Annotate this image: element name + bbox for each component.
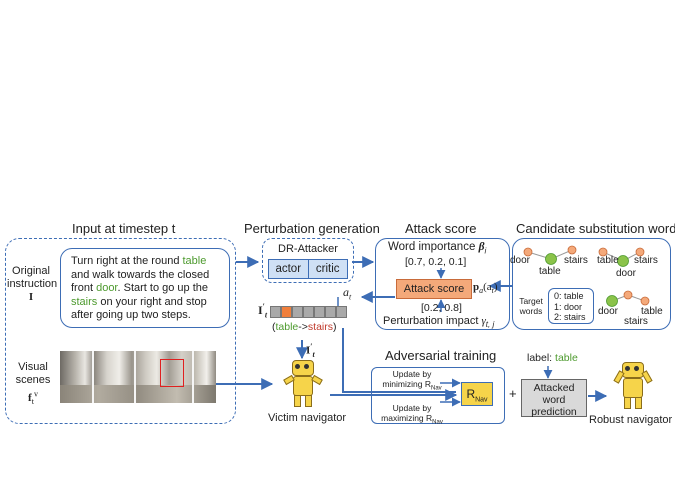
header-adversarial: Adversarial training (385, 348, 497, 363)
instruction-segment: and walk towards the closed front (71, 268, 210, 295)
token-cell (303, 306, 314, 318)
impact-values: [0.2, 0.8] (421, 302, 462, 314)
word-importance-label: Word importance βi (388, 241, 487, 256)
scene-divider (134, 351, 136, 403)
header-candidates: Candidate substitution words (516, 221, 675, 236)
target-words-label: Target words (519, 296, 543, 316)
adversarial-panel (371, 367, 505, 424)
graph1-left-label: door (510, 255, 531, 266)
candidate-graph-3 (606, 290, 650, 307)
visual-symbol: ftv (28, 389, 38, 406)
scene-floor (60, 385, 216, 403)
instruction-segment: . Start to go up the (117, 282, 209, 294)
attack-score-box: Attack score (396, 279, 472, 299)
dr-attacker-title: DR-Attacker (278, 243, 338, 255)
header-input: Input at timestep t (72, 221, 176, 236)
graph2-right-label: stairs (634, 255, 658, 266)
visual-label: Visual scenes ftv (10, 361, 56, 408)
token-cell (325, 306, 336, 318)
actor-critic-box: actor critic (268, 259, 348, 279)
visual-scene-panorama (60, 351, 216, 403)
actor-label: actor (269, 260, 309, 278)
token-cell (292, 306, 303, 318)
perturbation-impact-label: Perturbation impact γt, j (383, 315, 495, 330)
robust-navigator-label: Robust navigator (589, 414, 673, 426)
instruction-segment: on your right and stop after going up tw… (71, 295, 207, 322)
visual-label-text: Visual scenes (15, 361, 51, 386)
instruction-segment: door (96, 282, 118, 294)
input-panel (5, 238, 236, 424)
victim-navigator-label: Victim navigator (268, 412, 347, 424)
scene-divider (192, 351, 194, 403)
dr-attacker-box (262, 238, 354, 283)
arrow-score-to-adversarial (342, 328, 456, 393)
target-word-0: 0: table (554, 291, 584, 301)
target-word-2: 2: stairs (554, 312, 586, 322)
target-word-1: 1: door (554, 301, 583, 312)
instruction-segment: Turn right at the round (71, 255, 183, 267)
importance-values: [0.7, 0.2, 0.1] (405, 256, 467, 268)
victim-robot-icon (282, 360, 323, 410)
graph2-left-label: table (597, 255, 619, 266)
graph1-bottom-label: table (539, 266, 561, 277)
perturbation-change-label: (table->stairs) (272, 321, 337, 333)
attacked-word-prediction-box: Attacked word prediction (521, 379, 587, 418)
instruction-label-text: Original instruction (7, 265, 58, 290)
plus-sign: + (509, 386, 517, 401)
attack-score-formula: pa(at) (473, 281, 498, 296)
perturbed-instruction-symbol: I′t (258, 302, 268, 320)
prediction-label: label: table (527, 352, 578, 364)
token-cell (336, 306, 347, 318)
scene-divider (92, 351, 94, 403)
instruction-label: Original instruction I (7, 265, 58, 304)
token-cell (270, 306, 281, 318)
header-perturbation: Perturbation generation (244, 221, 380, 236)
candidate-graph-1 (523, 245, 577, 265)
token-cell (314, 306, 325, 318)
graph1-right-label: stairs (564, 255, 588, 266)
graph3-right-label: table (641, 306, 663, 317)
token-sequence (270, 306, 347, 318)
graph3-left-label: door (598, 306, 619, 317)
header-attack-score: Attack score (405, 221, 477, 236)
attack-score-panel (375, 238, 510, 330)
instruction-segment: stairs (71, 295, 98, 308)
graph2-bottom-label: door (616, 268, 637, 279)
target-words-box: 0: table 1: door 2: stairs (548, 288, 594, 324)
critic-label: critic (315, 263, 340, 275)
candidate-graph-2 (598, 247, 645, 267)
r-nav-box: RNav (461, 382, 493, 406)
instruction-segment: table (182, 255, 207, 267)
graph3-bottom-label: stairs (624, 316, 648, 327)
action-symbol: at (343, 285, 352, 302)
candidates-panel (512, 238, 671, 330)
token-cell-perturbed (281, 306, 292, 318)
instruction-text: Turn right at the round table and walk t… (71, 255, 209, 321)
instruction-text-box: Turn right at the round table and walk t… (60, 248, 230, 328)
perturbed-arrow-symbol: I′t (306, 342, 315, 359)
instruction-symbol: I (28, 291, 34, 303)
scene-highlight-box (160, 359, 184, 387)
robust-robot-icon (612, 362, 653, 412)
